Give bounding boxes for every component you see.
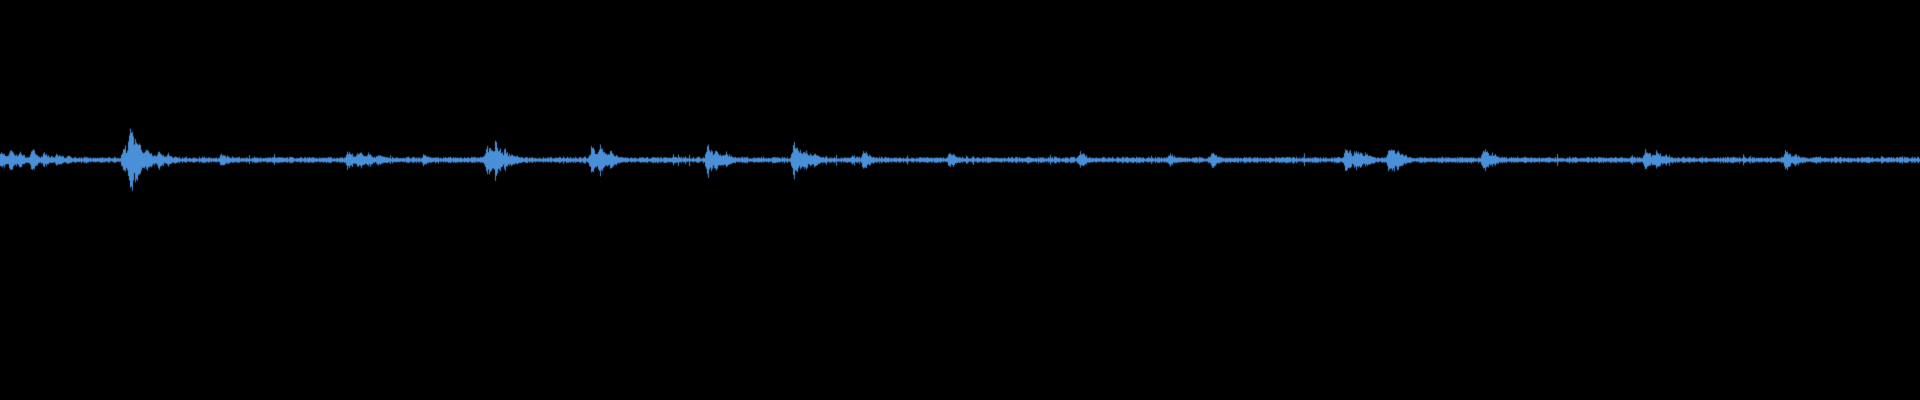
audio-waveform: [0, 0, 1920, 400]
waveform-panel: [0, 0, 1920, 400]
